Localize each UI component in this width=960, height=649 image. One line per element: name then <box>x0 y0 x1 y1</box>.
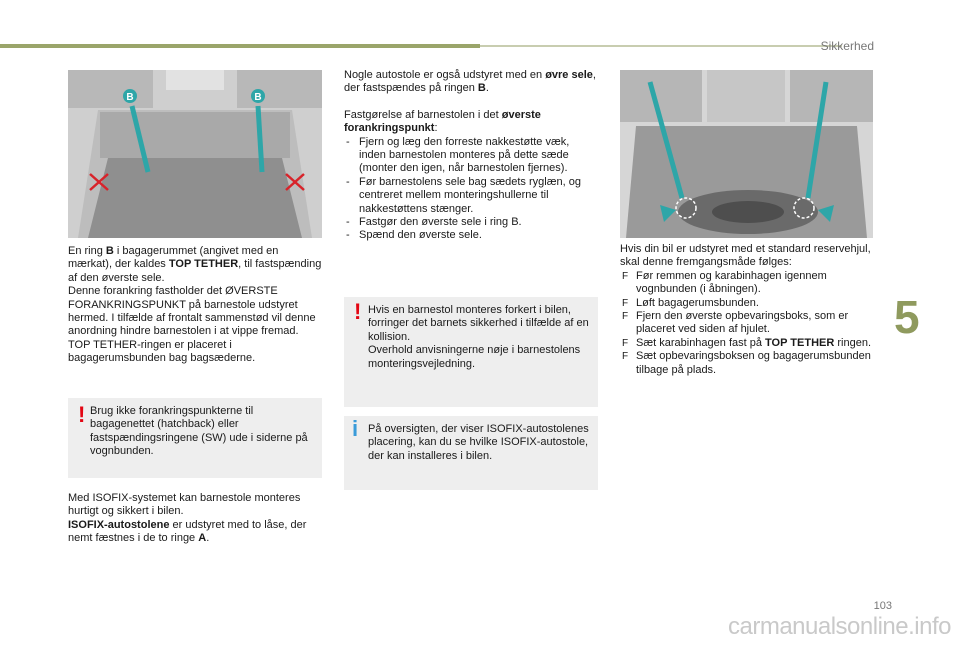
info-note-middle: i På oversigten, der viser ISOFIX-autost… <box>344 416 598 490</box>
spare-wheel-illustration <box>620 70 873 238</box>
list-item: Løft bagagerumsbunden. <box>620 297 882 311</box>
info-icon: i <box>352 416 359 441</box>
paragraph-top-tether-intro: En ring B i bagagerummet (angivet med en… <box>68 245 322 284</box>
spare-wheel-steps: Før remmen og karabinhagen igennem vognb… <box>620 270 882 377</box>
right-column: Hvis din bil er udstyret med et standard… <box>620 243 882 377</box>
warning-text: Brug ikke forankringspunkterne til bagag… <box>90 405 308 458</box>
watermark: carmanualsonline.info <box>728 613 951 640</box>
paragraph-fastening-heading: Fastgørelse af barnestolen i det øverste… <box>344 108 541 135</box>
list-item: Spænd den øverste sele. <box>344 229 598 243</box>
list-item: Sæt karabinhagen fast på TOP TETHER ring… <box>620 337 882 351</box>
anchor-ring-left <box>675 197 697 219</box>
fastening-steps: Fjern og læg den forreste nakkestøtte væ… <box>344 136 598 244</box>
cross-mark-left <box>89 173 109 191</box>
info-text: På oversigten, der viser ISOFIX-autostol… <box>368 423 589 462</box>
paragraph-isofix-seats: ISOFIX-autostolene er udstyret med to lå… <box>68 518 307 545</box>
anchor-ring-right <box>793 197 815 219</box>
warning-icon: ! <box>78 402 86 427</box>
label-b-left: B <box>126 92 133 103</box>
middle-column: Nogle autostole er også udstyret med en … <box>344 69 598 243</box>
cross-mark-right <box>285 173 305 191</box>
page-number: 103 <box>873 600 892 612</box>
paragraph-upper-belt: Nogle autostole er også udstyret med en … <box>344 69 596 95</box>
warning-note-left: ! Brug ikke forankringspunkterne til bag… <box>68 398 322 478</box>
paragraph-spare-wheel-intro: Hvis din bil er udstyret med et standard… <box>620 243 871 269</box>
header-rule <box>0 44 480 48</box>
spare-wheel-drawing <box>620 70 873 238</box>
list-item: Fjern og læg den forreste nakkestøtte væ… <box>344 136 598 176</box>
label-b-left-badge <box>123 89 137 103</box>
list-item: Før barnestolens sele bag sædets ryglæn,… <box>344 176 598 216</box>
paragraph-anchor-description: Denne forankring fastholder det ØVERSTE … <box>68 285 316 338</box>
isofix-section: Med ISOFIX-systemet kan barnestole monte… <box>68 492 324 546</box>
trunk-drawing: B B <box>68 70 322 238</box>
header-rule-thin <box>480 45 842 47</box>
label-b-right-badge <box>251 89 265 103</box>
warning-text: Hvis en barnestol monteres forkert i bil… <box>368 304 589 370</box>
trunk-illustration: B B <box>68 70 322 238</box>
section-title: Sikkerhed <box>820 39 874 53</box>
left-column: En ring B i bagagerummet (angivet med en… <box>68 245 324 366</box>
warning-note-middle: ! Hvis en barnestol monteres forkert i b… <box>344 297 598 407</box>
chapter-number: 5 <box>894 291 920 343</box>
label-b-right: B <box>254 92 261 103</box>
paragraph-isofix-system: Med ISOFIX-systemet kan barnestole monte… <box>68 492 301 518</box>
list-item: Fastgør den øverste sele i ring B. <box>344 216 598 230</box>
list-item: Fjern den øverste opbevaringsboks, som e… <box>620 310 882 337</box>
list-item: Sæt opbevaringsboksen og bagagerumsbunde… <box>620 350 882 377</box>
paragraph-ring-location: TOP TETHER-ringen er placeret i bagageru… <box>68 338 256 365</box>
warning-icon: ! <box>354 299 362 324</box>
list-item: Før remmen og karabinhagen igennem vognb… <box>620 270 882 297</box>
